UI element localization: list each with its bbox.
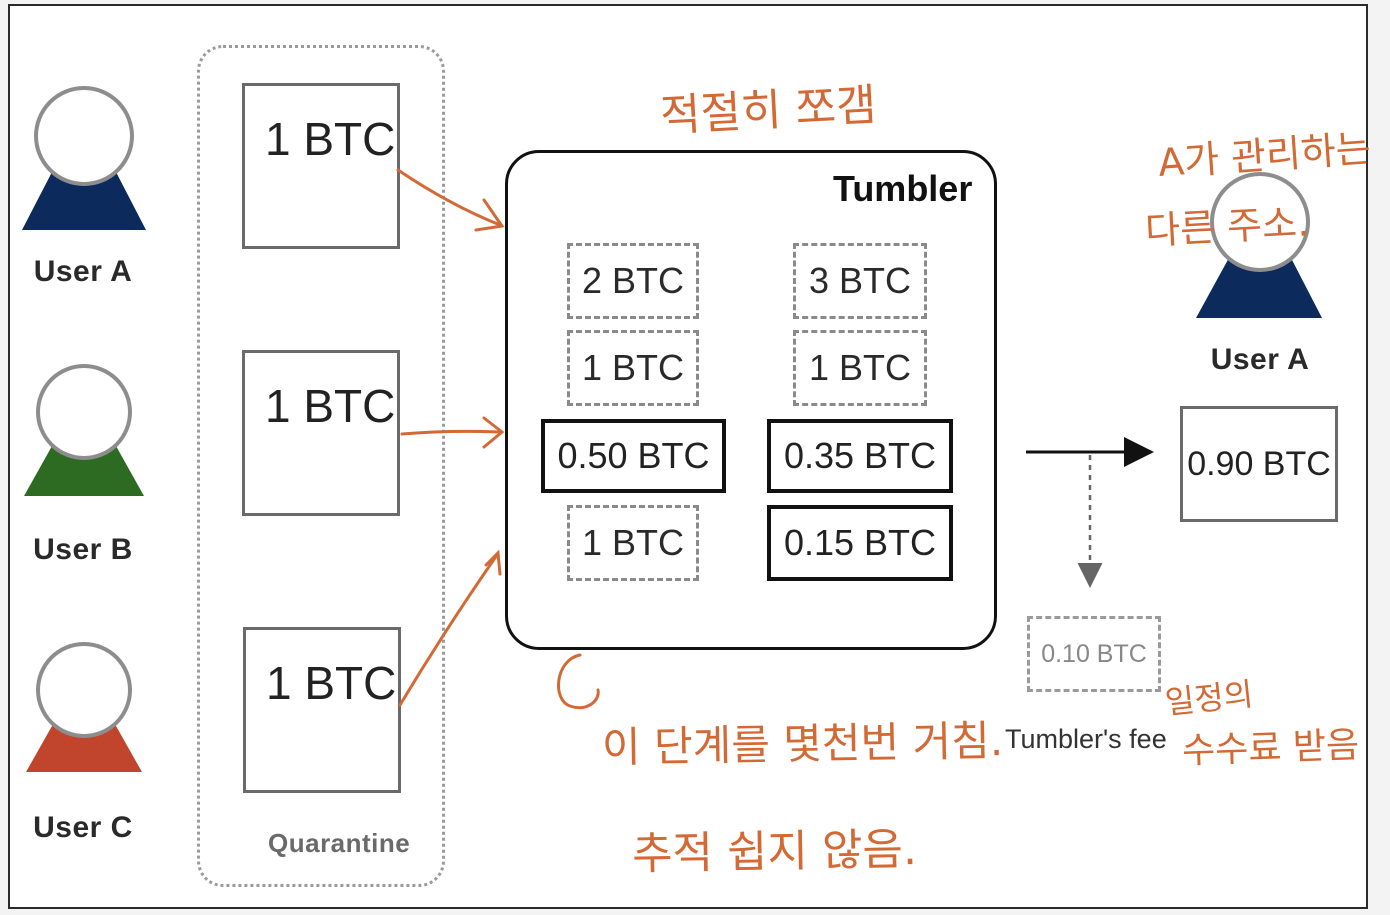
user-b-avatar-icon bbox=[24, 364, 144, 496]
user-b-body bbox=[24, 446, 144, 496]
output-amount-box: 0.90 BTC bbox=[1180, 406, 1338, 522]
handwritten-arrow-3 bbox=[398, 553, 499, 707]
annotation-repeat: 이 단계를 몇천번 거침. bbox=[601, 716, 1004, 772]
annotation-untraceable: 추적 쉽지 않음. bbox=[631, 824, 918, 880]
tumbler-chunk-1btc-a: 1 BTC bbox=[567, 330, 699, 406]
tumbler-chunk-1btc-b: 1 BTC bbox=[793, 330, 927, 406]
tumbler-chunk-3btc: 3 BTC bbox=[793, 243, 927, 319]
quarantine-label: Quarantine bbox=[268, 828, 411, 858]
tumbler-chunk-2btc: 2 BTC bbox=[567, 243, 699, 319]
handwritten-arrow-1-head bbox=[474, 198, 505, 232]
quarantine-box-2-amount: 1 BTC bbox=[265, 380, 396, 432]
tumbler-chunk-050btc: 0.50 BTC bbox=[541, 419, 726, 493]
tumbler-fee-label: Tumbler's fee bbox=[1005, 724, 1167, 754]
annotation-fee-line1: 일정의 bbox=[1163, 674, 1256, 722]
handwritten-arrow-2-head bbox=[482, 416, 505, 449]
tumbler-title: Tumbler bbox=[833, 168, 973, 209]
annotation-other-address-line2: 다른 주소. bbox=[1144, 200, 1311, 253]
user-b-label: User B bbox=[33, 533, 133, 566]
tumbler-chunk-035btc: 0.35 BTC bbox=[767, 419, 953, 493]
handwritten-arrows bbox=[396, 168, 600, 709]
tumbler-fee-box: 0.10 BTC bbox=[1027, 616, 1161, 692]
user-c-avatar-icon bbox=[26, 642, 142, 772]
quarantine-box-2: 1 BTC bbox=[242, 350, 400, 516]
output-user-a-avatar-icon bbox=[1196, 172, 1322, 318]
handwritten-arrow-2 bbox=[400, 429, 502, 436]
quarantine-box-3-amount: 1 BTC bbox=[266, 657, 397, 709]
annotation-split: 적절히 쪼갬 bbox=[658, 79, 878, 142]
tumbler-chunk-015btc: 0.15 BTC bbox=[767, 505, 953, 581]
quarantine-box-3: 1 BTC bbox=[243, 627, 401, 793]
handwritten-arrow-3-head bbox=[484, 549, 502, 576]
quarantine-container bbox=[197, 45, 445, 887]
annotation-fee-line2: 수수료 받음 bbox=[1181, 724, 1360, 772]
handwritten-arrow-1 bbox=[396, 168, 502, 227]
quarantine-box-1: 1 BTC bbox=[242, 83, 400, 249]
user-a-avatar-icon bbox=[22, 86, 146, 230]
user-a-body bbox=[22, 172, 146, 230]
user-c-body bbox=[26, 726, 142, 772]
quarantine-box-1-amount: 1 BTC bbox=[265, 113, 396, 165]
output-user-a-body bbox=[1196, 256, 1322, 318]
tumbler-chunk-1btc-c: 1 BTC bbox=[567, 505, 699, 581]
handwritten-loop bbox=[557, 653, 600, 709]
user-c-label: User C bbox=[33, 811, 133, 844]
output-user-a-label: User A bbox=[1210, 343, 1310, 376]
user-a-label: User A bbox=[33, 255, 133, 288]
